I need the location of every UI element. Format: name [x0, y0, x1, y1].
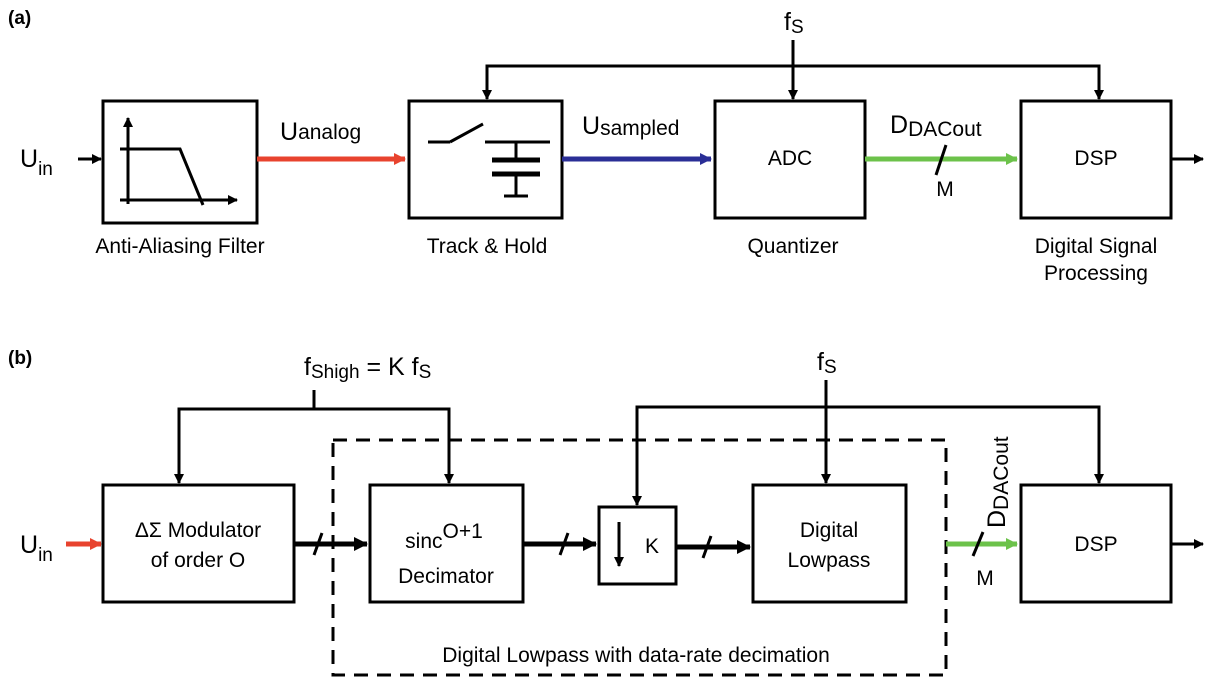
dsp-label: DSP — [1074, 147, 1117, 170]
fshigh-clock-distribution — [174, 390, 454, 484]
panel-b-tag: (b) — [8, 348, 32, 369]
panel-b-dout-label: DDACout — [983, 436, 1013, 528]
delta-sigma-modulator-block: ΔΣ Modulator of order O — [101, 483, 296, 604]
lowpass-line2: Lowpass — [788, 549, 871, 572]
modulator-line2: of order O — [151, 549, 246, 572]
bus-slash-4 — [971, 531, 985, 557]
anti-aliasing-filter-block — [101, 99, 259, 225]
analog-signal-label: Uanalog — [280, 118, 361, 146]
dsp-block: DSP — [1019, 99, 1173, 220]
sinc-decimator-block: sincO+1 Decimator — [368, 483, 525, 604]
downsample-label: K — [645, 535, 659, 558]
panel-b-bus-width-label: M — [976, 567, 994, 590]
panel-a-input-label: Uin — [20, 145, 53, 180]
caption-track-and-hold: Track & Hold — [427, 235, 548, 258]
fshigh-label: fShigh = K fS — [304, 353, 431, 383]
panel-a-clock-distribution — [482, 40, 1104, 100]
bus-slash — [934, 144, 948, 176]
sinc-label: sincO+1 — [405, 520, 483, 553]
dout-label: DDACout — [890, 111, 982, 141]
digital-lowpass-block: Digital Lowpass — [751, 483, 908, 604]
sinc-line2: Decimator — [398, 565, 494, 588]
bus-width-label: M — [936, 178, 954, 201]
panel-b-dsp-label: DSP — [1074, 533, 1117, 556]
track-and-hold-block — [407, 99, 564, 220]
downsample-block: K — [597, 505, 678, 586]
decimation-group-caption: Digital Lowpass with data-rate decimatio… — [442, 644, 830, 667]
sampled-signal-label: Usampled — [582, 112, 679, 140]
panel-a-tag: (a) — [8, 8, 31, 29]
bus-slash-1 — [312, 532, 324, 556]
panel-b-input-label: Uin — [20, 531, 53, 566]
modulator-line1: ΔΣ Modulator — [135, 519, 261, 542]
bus-slash-3 — [701, 535, 713, 559]
lowpass-response-icon — [120, 117, 238, 206]
panel-b-clock-distribution — [632, 380, 1104, 506]
caption-dsp-line1: Digital Signal — [1035, 235, 1158, 258]
panel-a-clock-label: fS — [784, 8, 804, 38]
caption-quantizer: Quantizer — [747, 235, 838, 258]
adc-label: ADC — [768, 147, 812, 170]
bus-slash-2 — [558, 532, 570, 556]
switch-capacitor-icon — [428, 122, 550, 198]
caption-anti-aliasing-filter: Anti-Aliasing Filter — [95, 235, 264, 258]
caption-dsp-line2: Processing — [1044, 262, 1148, 285]
lowpass-line1: Digital — [800, 519, 858, 542]
panel-b-dsp-block: DSP — [1019, 483, 1173, 604]
adc-block: ADC — [713, 99, 867, 220]
panel-b-clock-label: fS — [817, 348, 837, 378]
decimation-group-outline — [331, 438, 948, 677]
